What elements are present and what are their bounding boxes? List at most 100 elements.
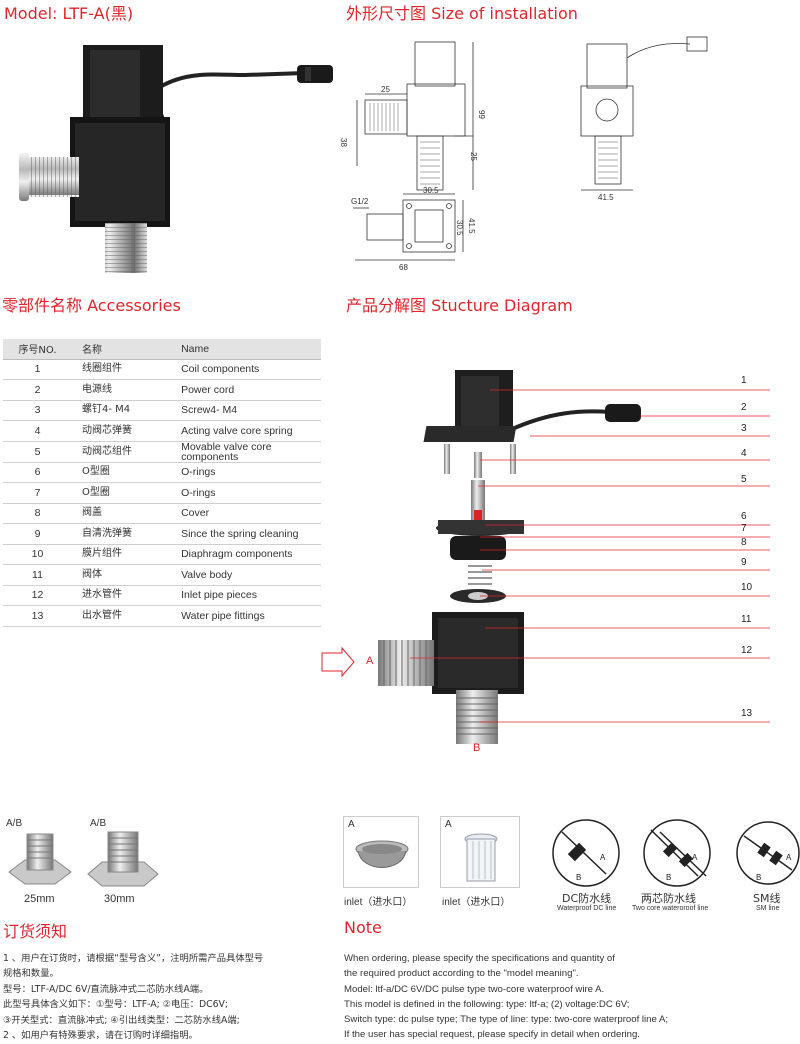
wire-1-b: B [576,873,581,882]
row-cn: O型圈 [72,482,174,504]
order-line: 规格和数量。 [3,968,59,980]
installation-title: 外形尺寸图 Size of installation [346,4,578,23]
inlet-1-label: inlet（进水口） [344,897,413,908]
dim-30-5a: 30.5 [423,186,439,195]
order-line: 2 、如用户有特殊要求，请在订购时详细指明。 [3,1030,198,1042]
inlet-2-card: A [440,816,520,888]
note-line: Model: ltf-a/DC 6V/DC pulse type two-cor… [344,983,605,995]
row-cn: 电源线 [72,379,174,401]
row-cn: 进水管件 [72,585,174,606]
row-cn: 自清洗弹簧 [72,523,174,545]
product-photo [19,45,333,273]
row-no: 8 [3,503,73,524]
inlet-label-a: A [366,655,374,667]
part-number-11: 11 [741,614,752,625]
wire-2-a: A [692,853,698,862]
row-cn: 线圈组件 [72,359,174,380]
part-number-12: 12 [741,645,753,656]
table-header-row: 序号NO. 名称 Name [3,339,321,360]
row-no: 1 [3,359,73,380]
row-no: 2 [3,379,73,401]
wire-diagrams: B A B A B A [552,819,800,887]
part-number-9: 9 [741,557,747,568]
note-line: Switch type: dc pulse type; The type of … [344,1014,669,1026]
order-line: 1 、用户在订货时，请根据“型号含义”，注明所需产品具体型号 [3,953,264,964]
part-number-7: 7 [741,523,747,534]
wire-3-cn: SM线 [753,892,781,905]
row-en: O-rings [173,462,321,483]
row-en: Movable valve core components [173,441,321,463]
row-en: Diaphragm components [173,544,321,565]
inlet-2-label: inlet（进水口） [442,897,511,908]
note-line: the required product according to the "m… [344,968,579,980]
installation-drawing: 25 38 99 25 30.5 G1/2 30.5 41.5 68 41.5 [339,36,708,272]
row-no: 9 [3,523,73,545]
row-cn: 阀盖 [72,503,174,524]
dim-25b: 25 [469,152,478,161]
dim-30-5b: 30.5 [455,220,464,236]
header-no: 序号NO. [3,339,73,360]
structure-diagram [321,370,770,744]
fitting-2-size: 30mm [104,893,135,905]
note-line: If the user has special request, please … [344,1029,640,1041]
row-en: Valve body [173,564,321,586]
fitting-1-tag: A/B [6,818,23,829]
dim-99: 99 [477,110,486,119]
part-number-2: 2 [741,402,747,413]
part-number-5: 5 [741,474,747,485]
outlet-label-b: B [473,742,481,754]
row-en: Cover [173,503,321,524]
row-cn: 阀体 [72,564,174,586]
wire-3-b: B [756,873,761,882]
part-number-4: 4 [741,448,747,459]
wire-1-a: A [600,853,606,862]
row-no: 4 [3,420,73,442]
row-en: Screw4- M4 [173,400,321,421]
inlet-1-filter-image [355,840,409,868]
wire-2-cn: 两芯防水线 [641,892,696,905]
row-cn: 膜片组件 [72,544,174,565]
note-line: When ordering, please specify the specif… [344,953,615,964]
row-en: Power cord [173,379,321,401]
row-no: 5 [3,441,73,463]
wire-2-b: B [666,873,671,882]
order-line: 型号：LTF-A/DC 6V/直流脉冲式二芯防水线A端。 [3,983,209,995]
row-cn: O型圈 [72,462,174,483]
row-cn: 螺钉4- M4 [72,400,174,421]
fitting-1-size: 25mm [24,893,55,905]
order-line: 此型号具体含义如下：①型号：LTF-A; ②电压：DC6V; [3,999,228,1011]
row-cn: 出水管件 [72,605,174,627]
wire-1-en: Waterproof DC line [557,905,617,912]
row-no: 7 [3,482,73,504]
inlet-2-tag: A [445,819,452,830]
row-cn: 动阀芯弹簧 [72,420,174,442]
order-title: 订货须知 [3,922,68,941]
row-no: 10 [3,544,73,565]
part-number-13: 13 [741,708,753,719]
row-en: Since the spring cleaning [173,523,321,545]
structure-title: 产品分解图 Stucture Diagram [346,296,573,315]
dim-25a: 25 [381,85,390,94]
fitting-1-image [8,833,72,885]
row-en: O-rings [173,482,321,504]
wire-2-en: Two core wateroroof line [632,905,709,912]
dim-41-5: 41.5 [598,193,614,202]
model-title: Model: LTF-A(黑) [4,4,134,23]
dim-38: 38 [339,138,348,147]
row-no: 13 [3,605,73,627]
inlet-1-card: A [343,816,419,888]
row-en: Water pipe fittings [173,605,321,627]
row-no: 11 [3,564,73,586]
row-no: 12 [3,585,73,606]
